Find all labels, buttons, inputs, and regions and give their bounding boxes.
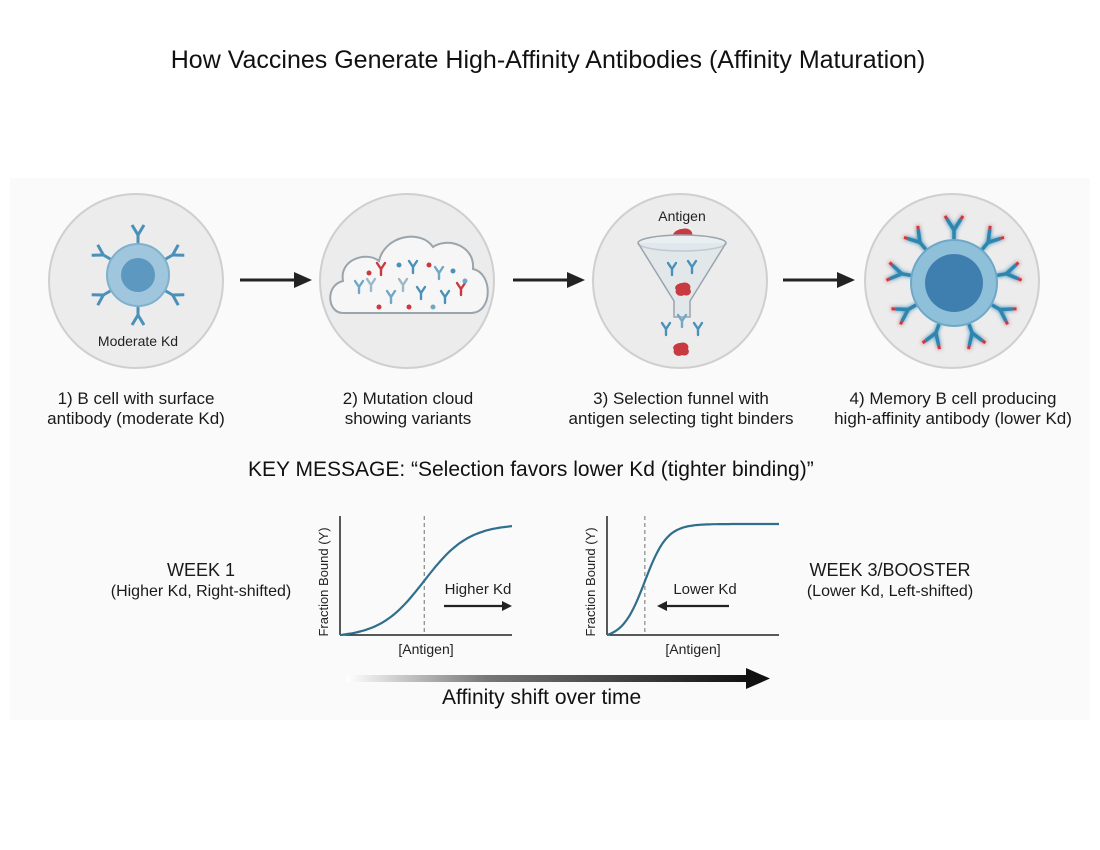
affinity-shift-label: Affinity shift over time: [442, 686, 642, 709]
stage-3-selection-circle: Antigen: [592, 193, 768, 369]
plot-2-x-axis-label: [Antigen]: [665, 641, 720, 657]
week-1-title: WEEK 1: [166, 560, 236, 580]
stage-3-caption: 3) Selection funnel with antigen selecti…: [556, 389, 806, 429]
stage-3-caption-line1: 3) Selection funnel with: [593, 389, 769, 408]
stage-2-mutation-circle: [319, 193, 495, 369]
antigen-label: Antigen: [658, 208, 705, 224]
b-cell-illustration: Moderate Kd: [90, 223, 186, 349]
stage-2-caption-line2: showing variants: [344, 409, 472, 428]
week-3-title: WEEK 3/BOOSTER: [809, 560, 971, 580]
stage-4-caption-line1: 4) Memory B cell producing: [849, 389, 1057, 408]
week-1-label: WEEK 1 (Higher Kd, Right-shifted): [98, 559, 304, 603]
affinity-shift-time-arrow: [346, 668, 770, 689]
plot-2-shift-arrowhead: [657, 601, 667, 611]
stage-2-caption-line1: 2) Mutation cloud: [342, 389, 474, 408]
plot-week-1-svg: Fraction Bound (Y) Higher Kd [Antigen]: [316, 516, 513, 657]
mutation-cloud-illustration: [329, 235, 489, 314]
stage-1-caption-line2: antibody (moderate Kd): [47, 409, 225, 428]
plot-week-3-svg: Fraction Bound (Y) Lower Kd [Antigen]: [583, 516, 779, 657]
flow-arrow-1: [240, 272, 312, 288]
selection-funnel-illustration: Antigen: [637, 208, 727, 356]
stage-4-memory-b-cell-circle: [864, 193, 1040, 369]
plot-1-shift-arrowhead: [502, 601, 512, 611]
stage-4-caption: 4) Memory B cell producing high-affinity…: [828, 389, 1078, 429]
moderate-kd-label: Moderate Kd: [98, 333, 178, 349]
page-title: How Vaccines Generate High-Affinity Anti…: [170, 46, 926, 74]
funnel-icon: [637, 242, 727, 318]
week-3-subtitle: (Lower Kd, Left-shifted): [806, 583, 974, 600]
week-3-label: WEEK 3/BOOSTER (Lower Kd, Left-shifted): [790, 559, 990, 603]
stage-1-b-cell-circle: Moderate Kd: [48, 193, 224, 369]
plot-1-x-axis-label: [Antigen]: [398, 641, 453, 657]
stage-2-caption: 2) Mutation cloud showing variants: [283, 389, 533, 429]
week-1-subtitle: (Higher Kd, Right-shifted): [110, 583, 292, 600]
key-message: KEY MESSAGE: “Selection favors lower Kd …: [248, 458, 814, 481]
stage-4-caption-line2: high-affinity antibody (lower Kd): [834, 409, 1072, 428]
flow-arrow-3: [783, 272, 855, 288]
stage-3-caption-line2: antigen selecting tight binders: [568, 409, 794, 428]
plot-1-binding-curve: [339, 525, 513, 637]
stage-1-caption: 1) B cell with surface antibody (moderat…: [11, 389, 261, 429]
plot-2-y-axis-label: Fraction Bound (Y): [583, 527, 598, 636]
flow-arrow-2: [513, 272, 585, 288]
stage-1-caption-line1: 1) B cell with surface: [57, 389, 215, 408]
plot-2-annotation: Lower Kd: [673, 581, 736, 598]
plot-1-y-axis-label: Fraction Bound (Y): [316, 527, 331, 636]
plot-2-binding-curve: [606, 522, 779, 637]
memory-b-cell-illustration: [884, 214, 1024, 351]
plot-1-annotation: Higher Kd: [445, 581, 512, 598]
